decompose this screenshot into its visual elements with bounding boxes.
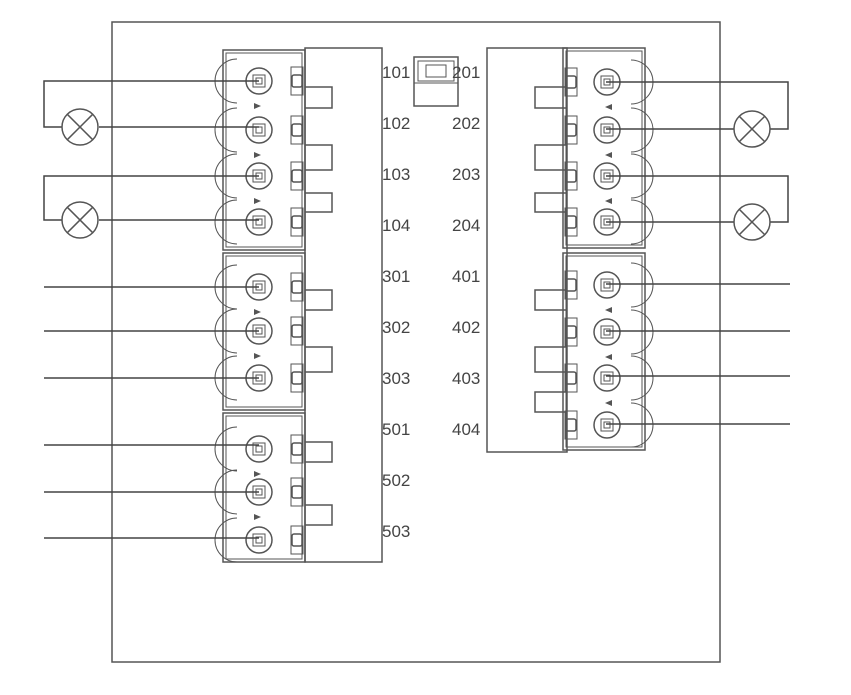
terminal-label-502: 502 [382, 471, 410, 490]
terminal-label-503: 503 [382, 522, 410, 541]
screw-terminal-icon [593, 271, 621, 299]
screw-terminal-icon [593, 318, 621, 346]
terminal-label-401: 401 [452, 267, 480, 286]
terminal-label-102: 102 [382, 114, 410, 133]
left-plug-blocks [214, 49, 306, 563]
terminal-label-101: 101 [382, 63, 410, 82]
terminal-label-501: 501 [382, 420, 410, 439]
dip-switch-icon [413, 56, 459, 107]
terminal-label-201: 201 [452, 63, 480, 82]
terminal-label-204: 204 [452, 216, 480, 235]
plug-block-200 [562, 47, 654, 249]
screw-terminal-icon [245, 526, 273, 554]
lamp-icon [733, 203, 771, 241]
wire-101 [43, 80, 259, 128]
plug-block-500 [214, 412, 306, 563]
terminal-label-202: 202 [452, 114, 480, 133]
lamp-icon [61, 201, 99, 239]
terminal-label-303: 303 [382, 369, 410, 388]
terminal-label-301: 301 [382, 267, 410, 286]
screw-terminal-icon [245, 435, 273, 463]
device-panel [111, 21, 721, 663]
terminal-label-402: 402 [452, 318, 480, 337]
right-plug-blocks [562, 47, 654, 451]
terminal-label-103: 103 [382, 165, 410, 184]
screw-terminal-icon [245, 208, 273, 236]
screw-terminal-icon [593, 364, 621, 392]
plug-block-400 [562, 252, 654, 451]
wire-203 [606, 175, 789, 223]
terminal-label-404: 404 [452, 420, 480, 439]
screw-terminal-icon [593, 116, 621, 144]
lamp-icon [733, 110, 771, 148]
terminal-label-104: 104 [382, 216, 410, 235]
terminal-label-302: 302 [382, 318, 410, 337]
lamp-icon [61, 108, 99, 146]
right-housing [486, 47, 568, 453]
wire-201 [606, 81, 789, 130]
left-housing [304, 47, 383, 563]
screw-terminal-icon [245, 116, 273, 144]
terminal-label-403: 403 [452, 369, 480, 388]
terminal-labels: 101 102 103 104 301 302 303 501 502 503 … [382, 63, 480, 541]
terminal-label-203: 203 [452, 165, 480, 184]
screw-terminal-icon [593, 411, 621, 439]
wire-103 [43, 175, 259, 221]
wiring [43, 80, 790, 539]
